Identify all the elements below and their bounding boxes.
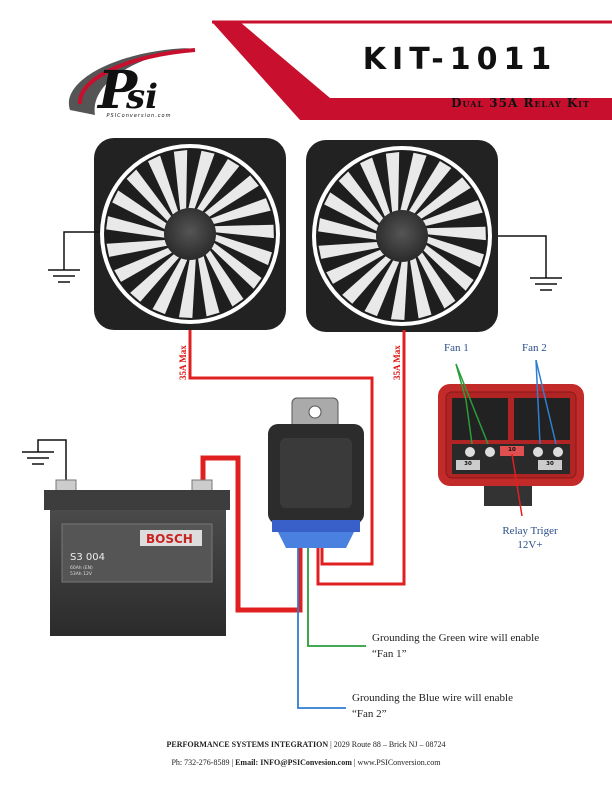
logo-tagline: PSIConversion.com (106, 113, 172, 119)
fuse-right-value: 30 (546, 461, 554, 467)
fan-right (306, 140, 498, 332)
battery-model: S3 004 (70, 552, 105, 563)
green-control-wire (307, 548, 366, 647)
kit-subtitle: Dual 35A Relay Kit (451, 96, 590, 110)
fan-blade-gap (326, 249, 386, 284)
fuse-box-callout-lines (455, 359, 557, 517)
fuse-box (438, 384, 584, 506)
fan-blade-gap (425, 236, 484, 268)
fan-blade-gap (364, 258, 401, 317)
fan-blade-gap (318, 218, 379, 240)
wire-label-right: 35A Max (392, 345, 402, 380)
fan-hub (164, 208, 216, 260)
footer-company: PERFORMANCE SYSTEMS INTEGRATION (166, 740, 329, 749)
callout-green-line2: “Fan 1” (372, 648, 407, 660)
fan-blade-gap (324, 192, 381, 233)
ground-symbol-battery (22, 439, 67, 480)
svg-text:P: P (96, 60, 139, 121)
fan-blade-gap (106, 216, 167, 238)
fan-blade-gap (204, 248, 244, 307)
fan-blade-gap (106, 239, 169, 257)
fan-blade-gap (126, 169, 173, 223)
fan-blade-gap (210, 241, 262, 289)
callout-blue-line1: Grounding the Blue wire will enable (352, 692, 513, 704)
footer-phone: Ph: 732-276-8589 (171, 758, 230, 767)
fan-blade-gap (112, 190, 169, 231)
fan-blade-gap (409, 256, 432, 319)
fan-blade-gap (213, 234, 272, 266)
battery-spec: 60Ah (EN) 53Ah 12V (70, 566, 93, 578)
fan1-label: Fan 1 (444, 342, 469, 354)
fan-blade-gap (359, 157, 391, 219)
fan-blade-gap (318, 241, 381, 259)
fan-blade-gap (147, 155, 179, 217)
footer-address: 2029 Route 88 – Brick NJ – 08724 (333, 740, 446, 749)
fan-blade-gap (407, 161, 452, 215)
red-power-wires (188, 330, 406, 613)
fan-blade-gap (390, 259, 408, 320)
fuse-mid-value: 10 (508, 447, 516, 453)
fan-blade-gap (130, 252, 181, 302)
fan-blade-gap (385, 152, 400, 215)
footer-line1: PERFORMANCE SYSTEMS INTEGRATION | 2029 R… (166, 740, 446, 749)
callout-green: Grounding the Green wire will enable “Fa… (372, 632, 539, 660)
battery-spec1: 60Ah (EN) (70, 566, 93, 571)
fan-left (94, 138, 286, 330)
fan-blade-gap (114, 247, 174, 282)
fan-blade-gap (188, 150, 215, 211)
ground-symbol-fan-left (48, 231, 100, 283)
callout-green-line1: Grounding the Green wire will enable (372, 632, 540, 644)
header-accent (212, 20, 612, 120)
fan-blade-gap (152, 256, 189, 315)
ground-symbol-fan-right (498, 235, 562, 291)
relay-trigger-line2: 12V+ (517, 539, 543, 551)
fan-blade-gap (342, 254, 393, 304)
footer-email[interactable]: Email: INFO@PSIConvesion.com (235, 758, 352, 767)
fan-blade-gap (415, 177, 471, 220)
fan-blade-gap (173, 150, 188, 213)
psi-logo: P si (68, 48, 196, 121)
relay-module (268, 397, 364, 548)
svg-text:si: si (125, 77, 158, 117)
fan-blade-gap (178, 257, 196, 318)
relay-trigger-line1: Relay Triger (502, 525, 558, 537)
fan-blade-gap (416, 250, 456, 309)
battery-brand: BOSCH (146, 532, 193, 546)
fan-blade-gap (212, 224, 274, 239)
callout-blue: Grounding the Blue wire will enable “Fan… (352, 692, 513, 720)
fan-blade-gap (424, 226, 486, 241)
fan-blade-gap (197, 254, 220, 317)
battery-spec2: 53Ah 12V (70, 572, 92, 577)
fan-blade-gap (203, 175, 259, 218)
fan-hub (376, 210, 428, 262)
kit-title: KIT-1011 (362, 42, 558, 77)
relay-trigger-label: Relay Triger 12V+ (490, 524, 570, 552)
footer-line2: Ph: 732-276-8589 | Email: INFO@PSIConves… (171, 758, 441, 767)
fan-blade-gap (420, 200, 483, 227)
fan-blade-gap (422, 243, 474, 291)
fuse-left-value: 30 (464, 461, 472, 467)
callout-blue-line2: “Fan 2” (352, 708, 387, 720)
wire-label-left: 35A Max (178, 345, 188, 380)
fan-blade-gap (400, 152, 427, 213)
fan2-label: Fan 2 (522, 342, 547, 354)
battery (44, 479, 230, 636)
fan-blade-gap (195, 159, 240, 213)
fan-blade-gap (208, 198, 271, 225)
footer-web[interactable]: www.PSIConversion.com (357, 758, 441, 767)
blue-control-wire (297, 548, 346, 709)
fan-blade-gap (338, 171, 385, 225)
